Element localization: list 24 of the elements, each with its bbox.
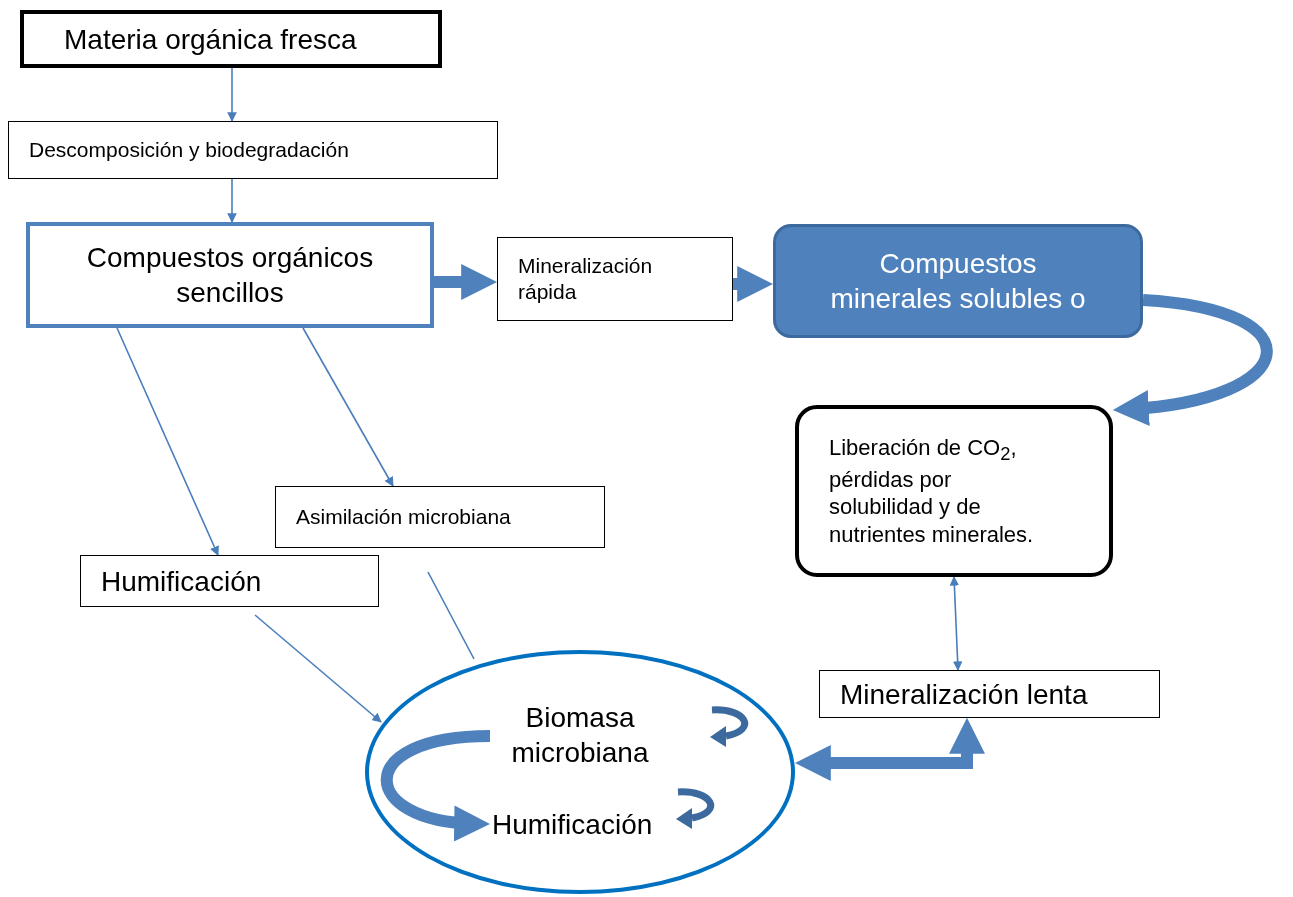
arrow [227,178,237,223]
process-box: Compuestos orgánicos sencillos [26,222,434,328]
block-arrow [733,266,774,302]
arrow [254,614,382,723]
process-box: Asimilación microbiana [275,486,605,548]
block-arrow [434,264,498,300]
block-arrow [794,717,985,781]
arrow [227,67,237,122]
process-box: Mineralización rápida [497,237,733,321]
process-box: Humificación [80,555,379,607]
block-arrow [1112,294,1273,426]
connector-line [427,571,475,660]
ellipse [365,650,795,894]
process-box: Mineralización lenta [819,670,1160,718]
text-label: Biomasa microbiana [490,692,670,778]
process-box: Materia orgánica fresca [20,10,442,68]
arrow [302,327,394,487]
arrow [949,576,963,671]
rounded-box: Compuestos minerales solubles o [773,224,1143,338]
arrow [116,327,219,556]
text-label: Humificación [460,803,700,845]
block-arrow [381,730,491,841]
rounded-box: Liberación de CO$_{2}$, pérdidas por solubilidad y de nutrientes minerales. [795,405,1113,577]
process-box: Descomposición y biodegradación [8,121,498,179]
